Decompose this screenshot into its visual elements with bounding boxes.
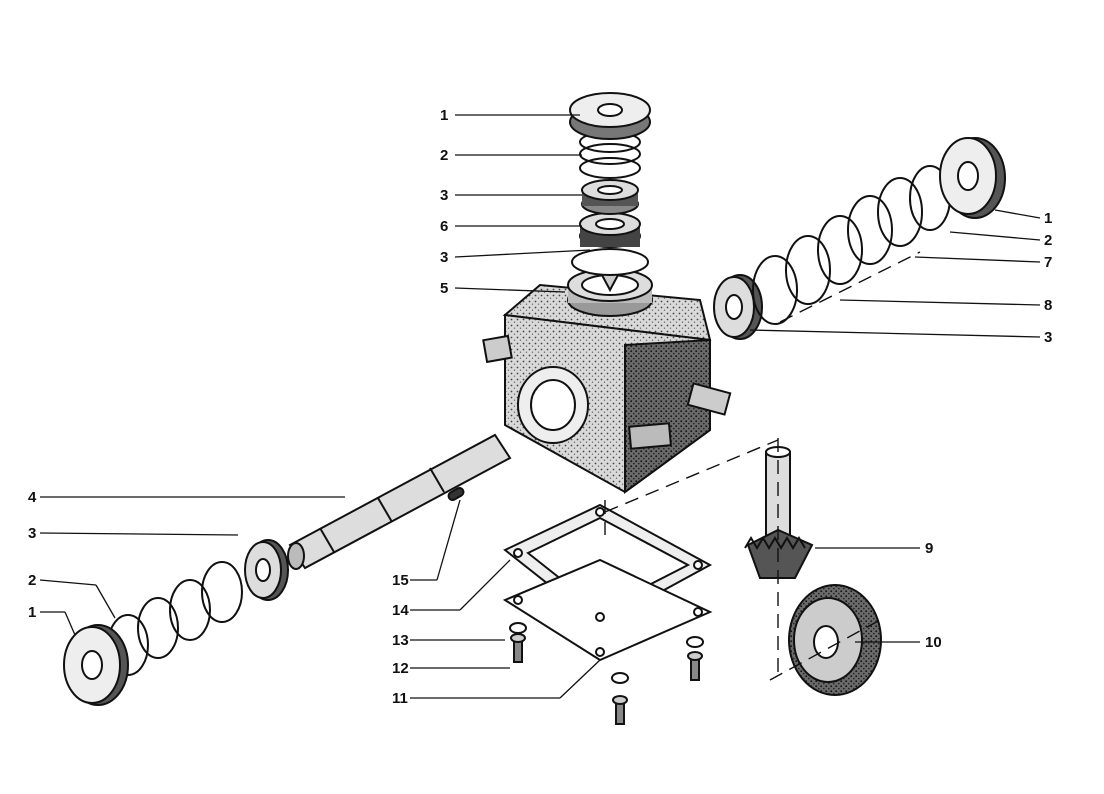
screws bbox=[509, 622, 704, 725]
left-shaft-stack bbox=[63, 433, 512, 706]
label-top-3a: 3 bbox=[440, 187, 448, 204]
label-left-3: 3 bbox=[28, 525, 36, 542]
right-shaft-stack bbox=[713, 137, 1006, 340]
leader-lines bbox=[39, 114, 1041, 699]
label-left-4: 4 bbox=[28, 489, 37, 506]
label-top-2: 2 bbox=[440, 147, 448, 164]
label-top-3b: 3 bbox=[440, 249, 448, 266]
label-part-9: 9 bbox=[925, 540, 933, 557]
label-part-15: 15 bbox=[392, 572, 409, 589]
gearbox-housing bbox=[482, 268, 732, 494]
label-part-12: 12 bbox=[392, 660, 409, 677]
bevel-gears bbox=[604, 438, 882, 696]
label-part-13: 13 bbox=[392, 632, 409, 649]
label-top-1: 1 bbox=[440, 107, 448, 124]
label-right-3: 3 bbox=[1044, 329, 1052, 346]
label-part-14: 14 bbox=[392, 602, 409, 619]
label-right-1: 1 bbox=[1044, 210, 1052, 227]
callout-labels: 1 2 3 6 3 5 1 2 7 8 3 4 3 2 1 15 14 13 1… bbox=[28, 107, 1052, 707]
top-shaft-stack bbox=[569, 92, 651, 293]
label-top-6: 6 bbox=[440, 218, 448, 235]
label-right-2: 2 bbox=[1044, 232, 1052, 249]
label-right-8: 8 bbox=[1044, 297, 1052, 314]
label-left-1: 1 bbox=[28, 604, 36, 621]
gasket-and-cover bbox=[502, 500, 713, 662]
label-top-5: 5 bbox=[440, 280, 448, 297]
label-part-11: 11 bbox=[392, 690, 408, 707]
label-left-2: 2 bbox=[28, 572, 36, 589]
label-part-10: 10 bbox=[925, 634, 942, 651]
label-right-7: 7 bbox=[1044, 254, 1052, 271]
